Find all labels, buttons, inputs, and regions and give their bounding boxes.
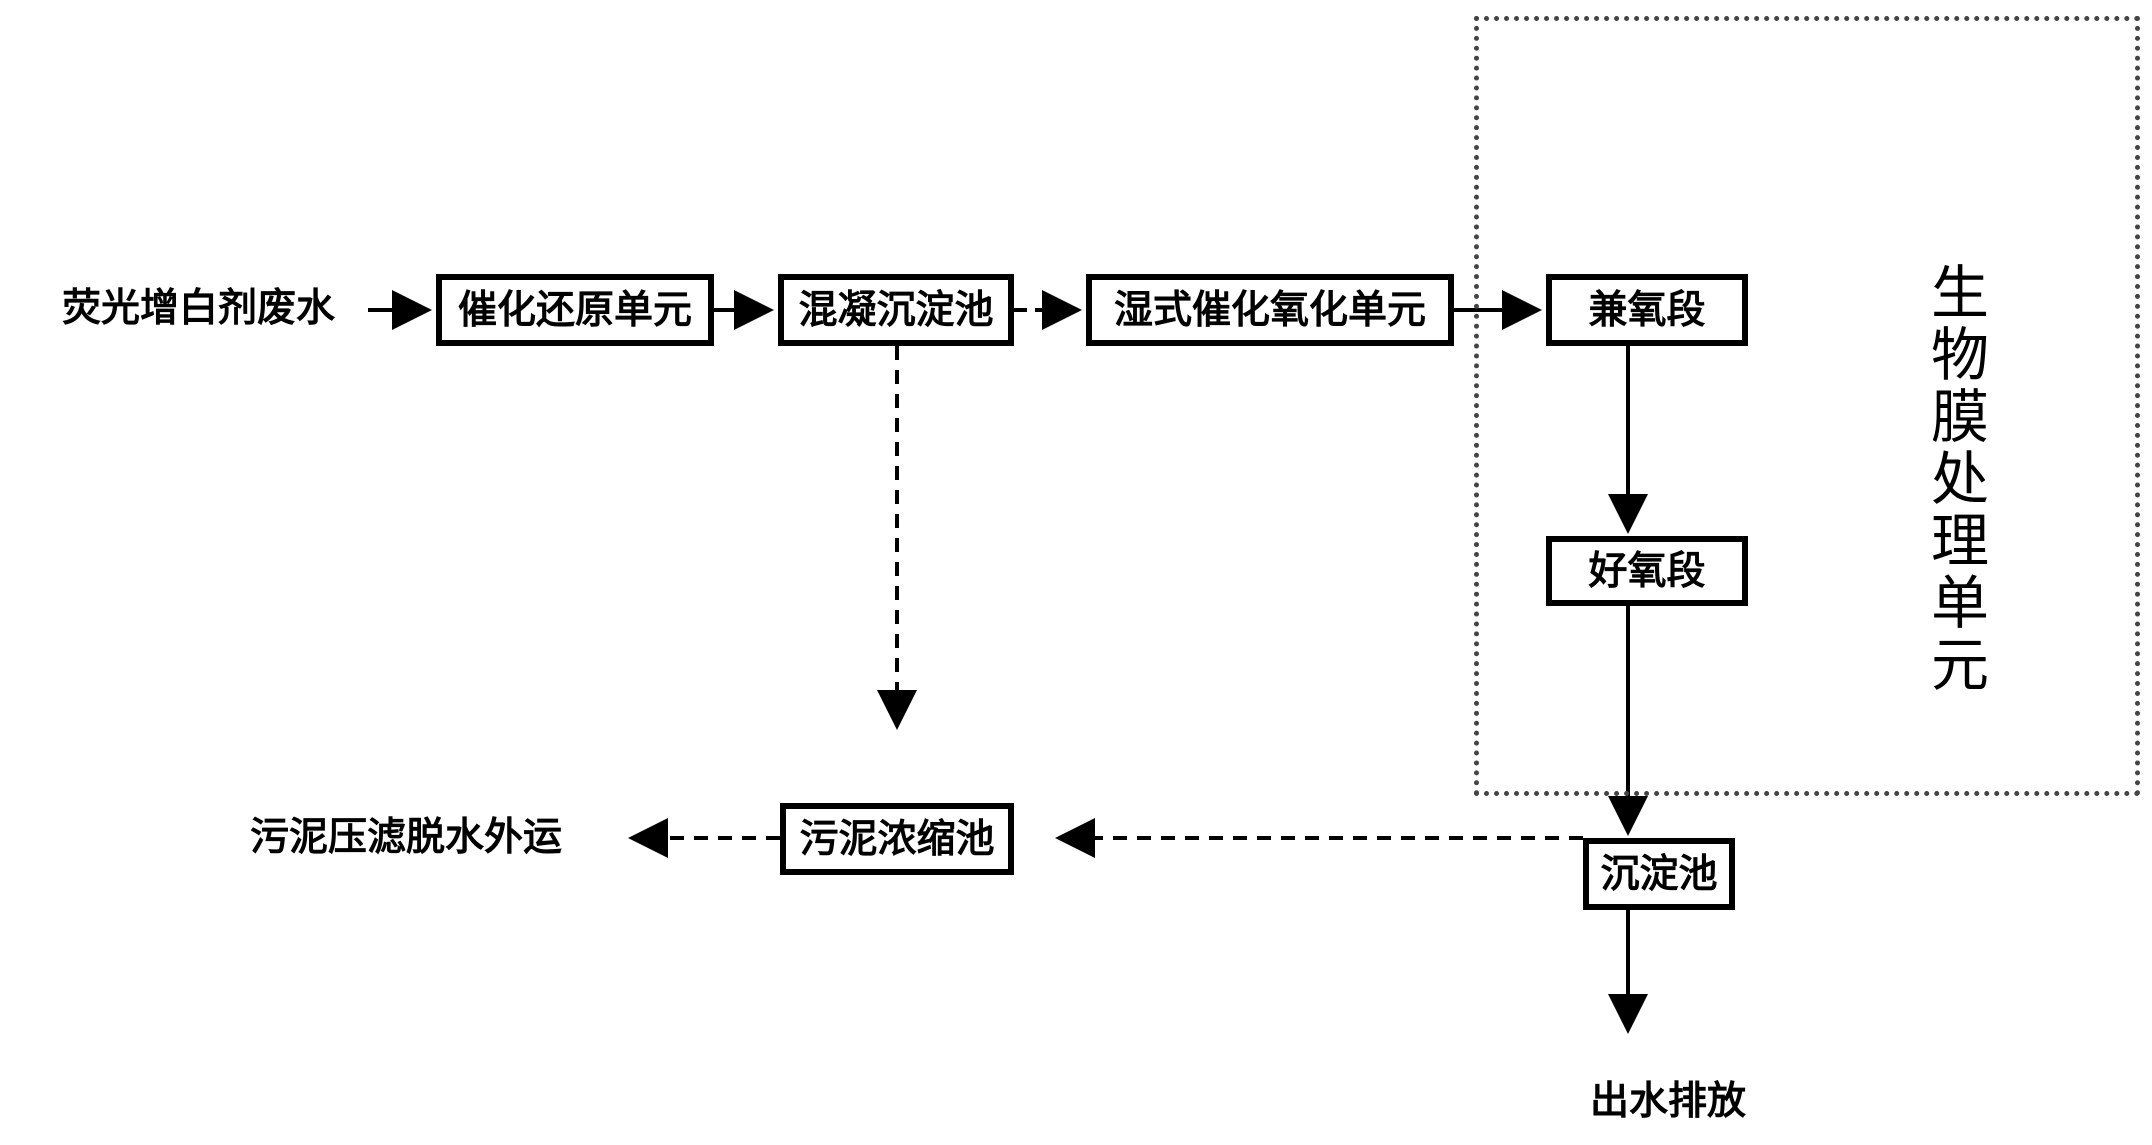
effluent-discharge-label: 出水排放 <box>1590 1079 1747 1124</box>
sludge-thickening-tank: 污泥浓缩池 <box>780 803 1014 875</box>
wet-catalytic-oxidation-unit: 湿式催化氧化单元 <box>1086 274 1454 346</box>
sedimentation-tank: 沉淀池 <box>1583 838 1735 910</box>
input-wastewater-label: 荧光增白剂废水 <box>62 286 336 331</box>
aerobic-stage: 好氧段 <box>1546 536 1748 606</box>
sludge-press-output-label: 污泥压滤脱水外运 <box>250 815 563 860</box>
coagulation-sedimentation-tank: 混凝沉淀池 <box>778 274 1014 346</box>
anoxic-stage: 兼氧段 <box>1546 274 1748 346</box>
catalytic-reduction-unit: 催化还原单元 <box>436 274 714 346</box>
biofilm-treatment-unit-frame <box>1474 16 2140 796</box>
biofilm-treatment-unit-label: 生物膜处理单元 <box>1920 262 1989 696</box>
